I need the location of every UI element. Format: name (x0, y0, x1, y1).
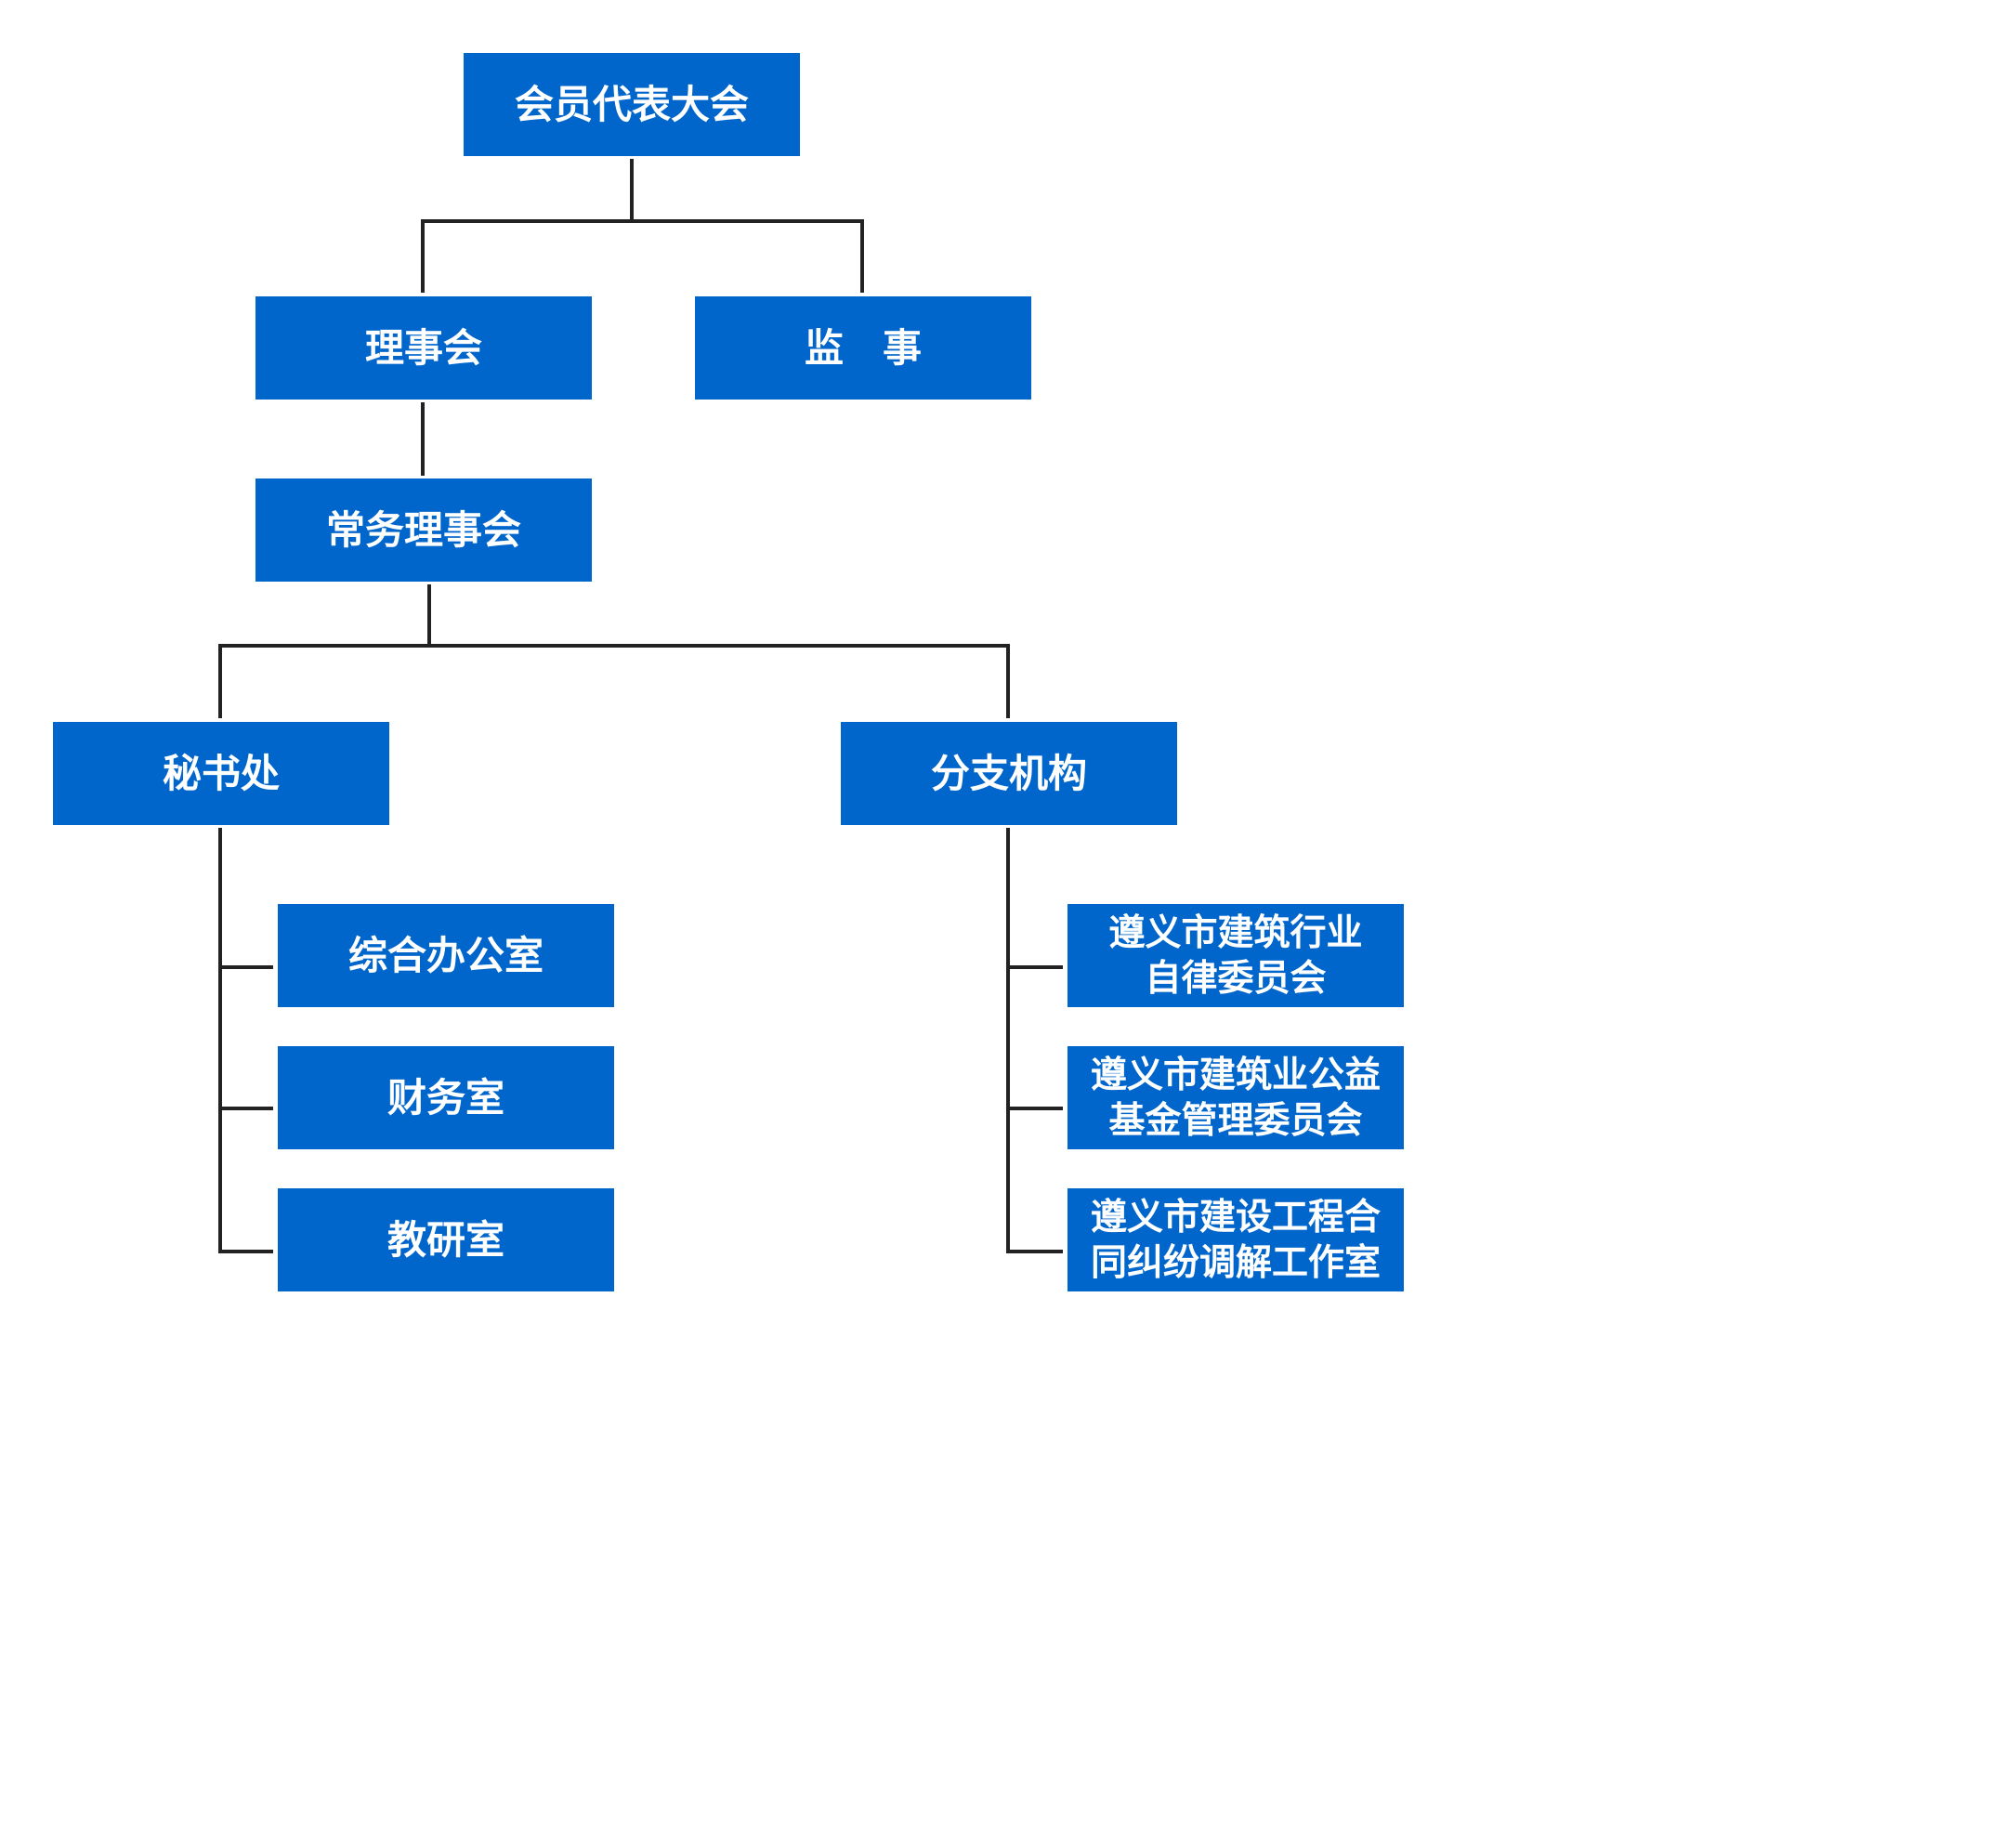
node-welfare-fund-line2: 基金管理委员会 (1108, 1099, 1363, 1142)
connector-lines (218, 159, 1063, 1253)
node-teaching-office: 教研室 (278, 1188, 614, 1291)
node-teaching-office-label: 教研室 (386, 1216, 504, 1263)
node-council: 理事会 (255, 296, 592, 400)
node-finance-office-label: 财务室 (386, 1074, 504, 1121)
node-mediation-line2: 同纠纷调解工作室 (1090, 1241, 1381, 1284)
node-welfare-fund-committee: 遵义市建筑业公益 基金管理委员会 (1067, 1046, 1404, 1149)
node-general-office-label: 综合办公室 (347, 932, 544, 978)
node-branches-label: 分支机构 (930, 750, 1087, 796)
node-standing-council: 常务理事会 (255, 478, 592, 582)
node-general-office: 综合办公室 (278, 904, 614, 1007)
node-self-discipline-line2: 自律委员会 (1145, 957, 1327, 1000)
node-self-discipline-line1: 遵义市建筑行业 (1108, 911, 1363, 954)
node-self-discipline-committee: 遵义市建筑行业 自律委员会 (1067, 904, 1404, 1007)
node-council-label: 理事会 (364, 324, 482, 371)
node-mediation-line1: 遵义市建设工程合 (1090, 1196, 1381, 1239)
org-chart: 会员代表大会 理事会 监 事 常务理事会 秘书处 分支机构 综合办公室 财务室 … (53, 53, 1404, 1291)
node-secretariat: 秘书处 (53, 722, 389, 825)
node-congress: 会员代表大会 (464, 53, 800, 156)
node-finance-office: 财务室 (278, 1046, 614, 1149)
node-branches: 分支机构 (841, 722, 1177, 825)
node-standing-council-label: 常务理事会 (325, 506, 521, 553)
node-secretariat-label: 秘书处 (162, 750, 280, 796)
node-supervisor: 监 事 (695, 296, 1031, 400)
node-mediation-studio: 遵义市建设工程合 同纠纷调解工作室 (1067, 1188, 1404, 1291)
node-welfare-fund-line1: 遵义市建筑业公益 (1090, 1054, 1381, 1096)
node-congress-label: 会员代表大会 (514, 81, 749, 127)
node-supervisor-label: 监 事 (804, 324, 922, 371)
